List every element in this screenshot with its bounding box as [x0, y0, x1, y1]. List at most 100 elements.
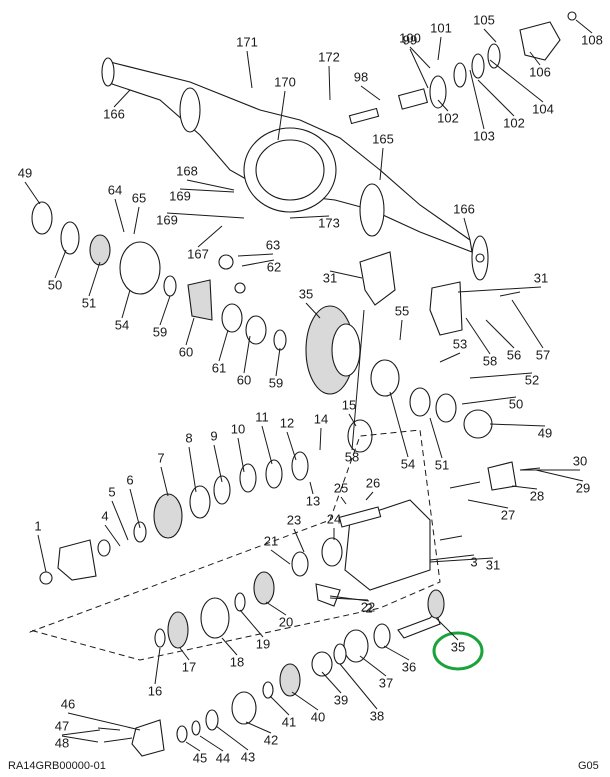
callout-102: 102: [503, 115, 525, 130]
leader-line-43: [215, 725, 249, 751]
leader-line-98: [360, 85, 381, 101]
callout-10: 10: [231, 421, 245, 436]
callout-16: 16: [148, 683, 162, 698]
leader-line-58: [351, 309, 365, 451]
callout-169: 169: [169, 188, 191, 203]
callout-166: 166: [453, 201, 475, 216]
leader-line-57: [511, 299, 544, 349]
callout-99: 99: [403, 32, 417, 47]
leader-line-65: [133, 206, 140, 235]
leader-line-9: [213, 444, 223, 483]
callout-2: 2: [365, 600, 372, 615]
callout-29: 29: [576, 480, 590, 495]
callout-54: 54: [115, 317, 129, 332]
leader-line-13: [309, 481, 314, 495]
callout-98: 98: [354, 69, 368, 84]
callout-49: 49: [538, 425, 552, 440]
callout-52: 52: [525, 372, 539, 387]
callout-30: 30: [573, 453, 587, 468]
callout-103: 103: [473, 128, 495, 143]
callout-56: 56: [507, 347, 521, 362]
callout-167: 167: [187, 246, 209, 261]
leader-line-61: [218, 329, 229, 362]
callout-60: 60: [237, 372, 251, 387]
callout-18: 18: [230, 654, 244, 669]
leader-line-17: [179, 647, 190, 661]
leader-line-29: [535, 469, 584, 482]
leader-line-47: [61, 729, 101, 736]
leader-line-14: [319, 427, 322, 451]
leader-line-46: [67, 712, 141, 731]
leader-line-10: [237, 437, 245, 473]
callout-17: 17: [182, 659, 196, 674]
callout-38: 38: [370, 708, 384, 723]
callout-42: 42: [264, 732, 278, 747]
leader-line-50: [54, 249, 67, 279]
callout-63: 63: [266, 237, 280, 252]
callout-61: 61: [212, 360, 226, 375]
callout-58: 58: [345, 449, 359, 464]
bearing-caps: [359, 251, 521, 439]
callout-19: 19: [256, 636, 270, 651]
callout-36: 36: [402, 659, 416, 674]
leader-line-41: [269, 695, 290, 716]
leader-line-36: [383, 645, 410, 661]
leader-line-15: [348, 413, 357, 427]
leader-line-22: [329, 597, 369, 601]
callout-53: 53: [453, 336, 467, 351]
leader-line-53: [439, 352, 461, 363]
leader-line-168: [186, 179, 235, 191]
callout-50: 50: [509, 396, 523, 411]
leader-line-104: [489, 59, 544, 103]
callout-106: 106: [529, 64, 551, 79]
callout-35: 35: [299, 286, 313, 301]
leader-line-5: [111, 500, 129, 541]
leader-line-54: [389, 391, 409, 458]
leader-line-101: [437, 36, 442, 61]
leader-line-8: [188, 446, 197, 493]
callout-27: 27: [501, 507, 515, 522]
leader-line-172: [328, 65, 331, 101]
callout-13: 13: [306, 493, 320, 508]
callout-31: 31: [534, 270, 548, 285]
callout-37: 37: [379, 675, 393, 690]
leader-line-106: [529, 51, 541, 66]
leader-line-35: [305, 302, 321, 319]
leader-line-166: [113, 89, 131, 108]
callout-47: 47: [55, 718, 69, 733]
leader-line-38: [339, 663, 378, 710]
callout-101: 101: [430, 20, 452, 35]
callout-46: 46: [61, 696, 75, 711]
leader-line-11: [261, 425, 273, 465]
leader-line-102: [477, 79, 515, 117]
leader-line-169: [179, 188, 235, 193]
callout-171: 171: [236, 34, 258, 49]
differential-parts: [31, 201, 361, 395]
callout-62: 62: [267, 259, 281, 274]
callout-172: 172: [318, 49, 340, 64]
leader-line-35: [435, 617, 459, 641]
leader-line-42: [245, 721, 272, 734]
callout-166: 166: [103, 106, 125, 121]
drawing-number: RA14GRB00000-01: [8, 760, 106, 772]
callout-20: 20: [279, 614, 293, 629]
callout-170: 170: [274, 74, 296, 89]
callout-31: 31: [486, 557, 500, 572]
highlight-ring: [432, 631, 484, 671]
leader-line-103: [469, 69, 485, 130]
callout-1: 1: [34, 518, 41, 533]
leader-line-1: [37, 534, 47, 573]
callout-15: 15: [342, 397, 356, 412]
leader-line-44: [199, 735, 224, 752]
callout-102: 102: [437, 110, 459, 125]
leader-line-50: [461, 396, 517, 405]
callout-65: 65: [132, 190, 146, 205]
callout-23: 23: [287, 512, 301, 527]
leader-line-25: [340, 496, 347, 505]
leader-line-62: [241, 259, 275, 267]
leader-line-52: [469, 372, 533, 379]
callout-49: 49: [18, 165, 32, 180]
leader-line-173: [289, 215, 330, 219]
callout-51: 51: [82, 295, 96, 310]
